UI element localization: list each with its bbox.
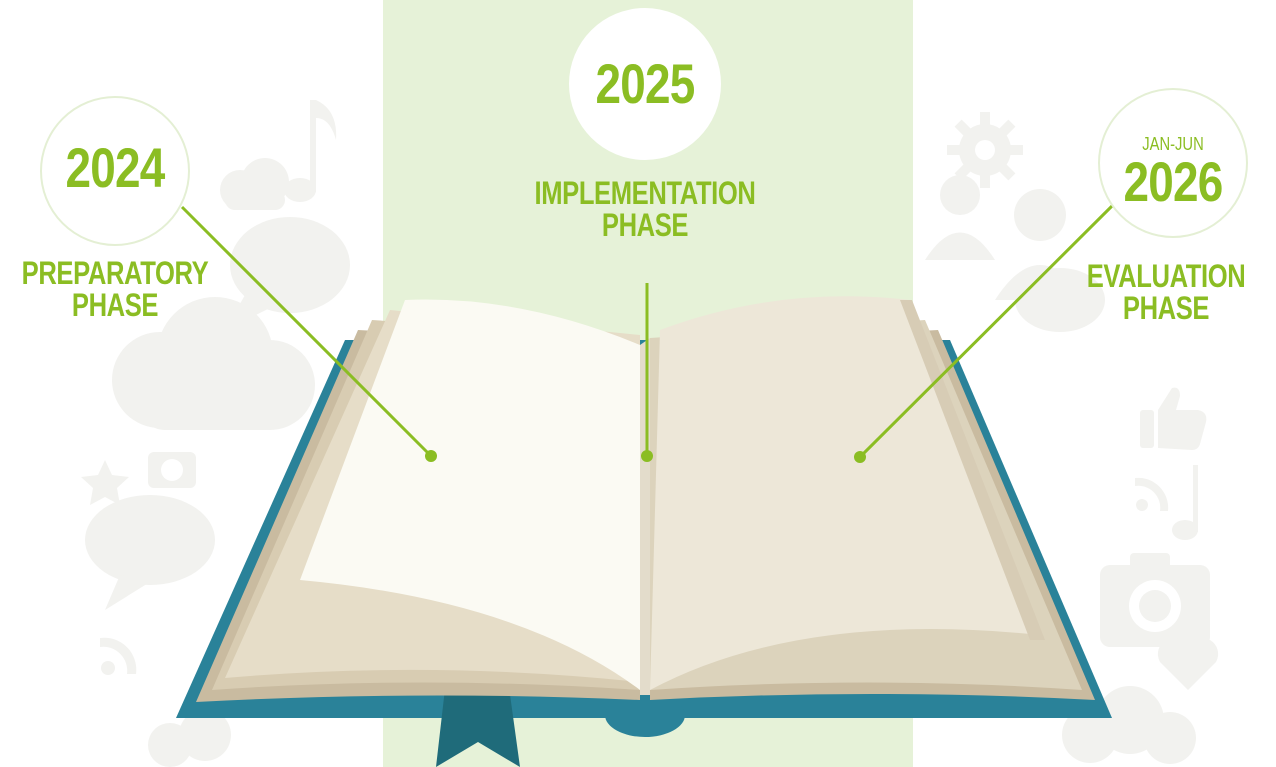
star-icon bbox=[81, 460, 129, 505]
book-spine bbox=[605, 693, 685, 737]
cloud-icon bbox=[112, 297, 315, 430]
connector-dot-preparatory bbox=[425, 450, 437, 462]
speech-bubble-icon bbox=[85, 495, 215, 610]
cloud-icon bbox=[148, 686, 1196, 767]
connector-dot-evaluation bbox=[854, 451, 866, 463]
cloud-icon bbox=[220, 158, 289, 210]
year-prefix: JAN-JUN bbox=[1142, 134, 1204, 154]
left-page bbox=[300, 299, 640, 690]
bookmark-ribbon bbox=[436, 680, 520, 767]
heart-icon bbox=[1157, 637, 1219, 690]
year-label: 2024 bbox=[65, 136, 166, 199]
phase-label-line1: PREPARATORY bbox=[21, 255, 209, 291]
rss-icon bbox=[1135, 477, 1169, 511]
year-label: 2026 bbox=[1123, 150, 1224, 213]
right-page-shade bbox=[900, 300, 1045, 640]
camera-icon bbox=[148, 452, 196, 488]
music-note-icon bbox=[284, 100, 337, 202]
phase-label-line2: PHASE bbox=[601, 207, 689, 243]
connector-line-evaluation bbox=[858, 204, 1114, 459]
phase-label-line2: PHASE bbox=[1122, 290, 1210, 326]
phase-label-evaluation: EVALUATION PHASE bbox=[1078, 260, 1254, 324]
year-label: 2025 bbox=[595, 52, 696, 115]
phase-label-preparatory: PREPARATORY PHASE bbox=[15, 257, 215, 321]
camera-icon bbox=[1100, 553, 1210, 647]
speech-bubble-icon bbox=[1015, 268, 1105, 332]
year-badge-2024: 2024 bbox=[40, 96, 190, 246]
year-badge-2025: 2025 bbox=[569, 8, 721, 160]
phase-label-line2: PHASE bbox=[71, 287, 159, 323]
rss-icon bbox=[100, 637, 137, 675]
connector-dot-implementation bbox=[641, 450, 653, 462]
music-note-icon bbox=[1172, 465, 1198, 540]
thumbs-up-icon bbox=[1140, 387, 1207, 450]
year-badge-2026: JAN-JUN 2026 bbox=[1098, 88, 1248, 238]
phase-label-line1: EVALUATION bbox=[1086, 258, 1246, 294]
phase-label-implementation: IMPLEMENTATION PHASE bbox=[533, 177, 757, 241]
phase-label-line1: IMPLEMENTATION bbox=[534, 175, 756, 211]
gear-icon bbox=[947, 112, 1023, 188]
connector-line-preparatory bbox=[180, 205, 433, 458]
